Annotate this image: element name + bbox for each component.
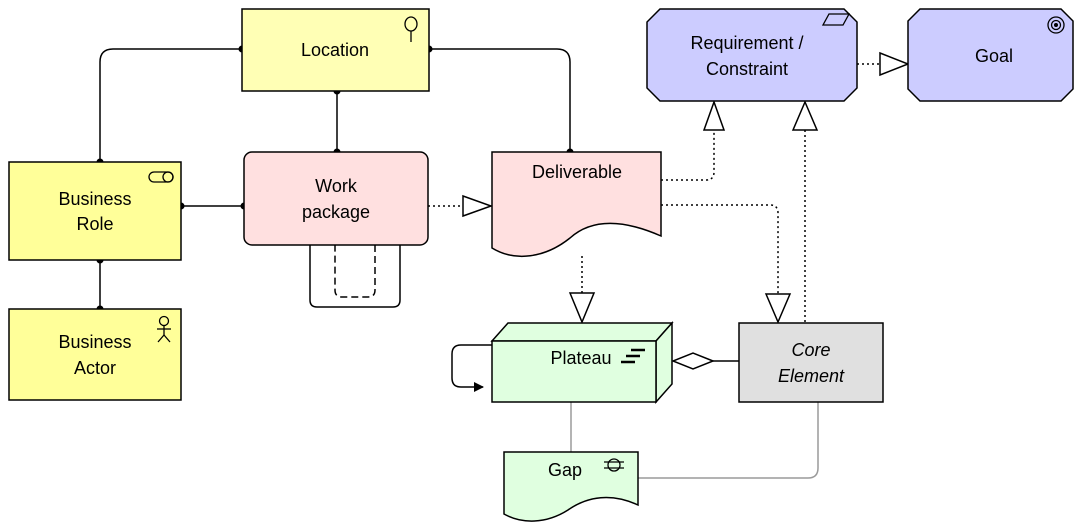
- deliverable-node[interactable]: Deliverable: [491, 151, 662, 258]
- connections: [99, 48, 911, 392]
- work-package-label-line2: package: [302, 202, 370, 222]
- realization-arrowhead: [568, 292, 596, 324]
- connection-deliverable-requirement[interactable]: [661, 130, 715, 181]
- connection-location-deliverable[interactable]: [429, 48, 571, 152]
- plateau-node[interactable]: Plateau: [490, 321, 674, 404]
- connection-work-package-self-loop-dashed[interactable]: [334, 236, 380, 298]
- goal-node[interactable]: Goal: [907, 8, 1074, 102]
- core-element-label-line1: Core: [791, 340, 830, 360]
- requirement-label-line2: Constraint: [706, 59, 788, 79]
- location-node[interactable]: Location: [241, 8, 430, 92]
- role-icon: [148, 171, 174, 183]
- requirement-label-line1: Requirement /: [690, 33, 803, 53]
- business-actor-node[interactable]: Business Actor: [8, 308, 182, 401]
- business-role-label-line2: Role: [76, 214, 113, 234]
- aggregation-diamond: [670, 352, 716, 370]
- business-actor-label-line2: Actor: [74, 358, 116, 378]
- core-element-label-line2: Element: [778, 366, 845, 386]
- connection-location-business-role[interactable]: [99, 48, 242, 162]
- realization-arrowhead: [764, 293, 792, 324]
- gap-node[interactable]: Gap: [503, 451, 639, 522]
- core-element-node[interactable]: Core Element: [738, 322, 884, 403]
- plateau-icon: [621, 348, 645, 364]
- realization-arrowhead: [791, 100, 819, 131]
- connection-deliverable-core-element[interactable]: [661, 204, 779, 294]
- plateau-label: Plateau: [550, 348, 611, 368]
- realization-arrowhead: [702, 99, 726, 131]
- location-label: Location: [301, 40, 369, 60]
- requirement-parallelogram-icon: [821, 13, 851, 26]
- actor-icon: [157, 315, 171, 343]
- target-icon: [1047, 16, 1065, 34]
- business-actor-label-line1: Business: [58, 332, 131, 352]
- deliverable-label: Deliverable: [532, 162, 622, 182]
- work-package-node[interactable]: Work package: [243, 151, 429, 246]
- gap-label: Gap: [548, 460, 582, 480]
- connection-core-element-gap[interactable]: [638, 402, 819, 479]
- connection-work-package-self-loop[interactable]: [309, 236, 405, 308]
- business-role-label-line1: Business: [58, 189, 131, 209]
- requirement-node[interactable]: Requirement / Constraint: [646, 8, 858, 102]
- realization-arrowhead: [879, 51, 911, 77]
- gap-icon: [604, 458, 624, 472]
- business-role-node[interactable]: Business Role: [8, 161, 182, 261]
- realization-arrowhead: [462, 194, 494, 218]
- connection-plateau-self-loop[interactable]: [451, 344, 492, 392]
- work-package-label-line1: Work: [315, 176, 358, 196]
- goal-label: Goal: [975, 46, 1013, 66]
- location-pin-icon: [404, 16, 418, 42]
- gap-connections: [570, 402, 819, 479]
